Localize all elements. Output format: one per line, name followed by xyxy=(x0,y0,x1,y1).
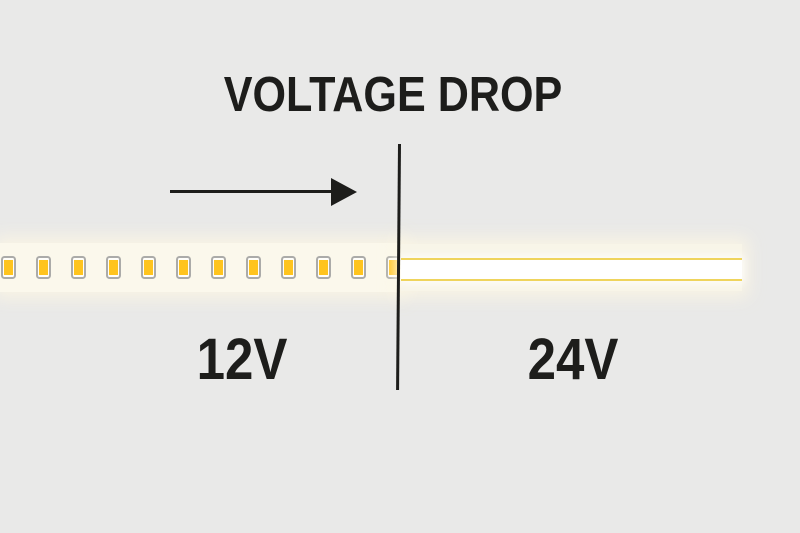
diagram-title: VOLTAGE DROP xyxy=(223,68,563,122)
led-die xyxy=(39,260,48,275)
led-die xyxy=(284,260,293,275)
led-die xyxy=(319,260,328,275)
led-chip xyxy=(176,256,191,279)
led-die xyxy=(389,260,398,275)
led-die xyxy=(214,260,223,275)
led-strip-24v xyxy=(401,244,742,291)
led-chip xyxy=(246,256,261,279)
led-chip xyxy=(281,256,296,279)
led-chip xyxy=(36,256,51,279)
led-chip xyxy=(211,256,226,279)
led-chip xyxy=(71,256,86,279)
led-chip xyxy=(1,256,16,279)
arrow-head xyxy=(331,178,357,206)
led-die xyxy=(249,260,258,275)
led-die xyxy=(354,260,363,275)
led-die xyxy=(109,260,118,275)
led-die xyxy=(74,260,83,275)
label-12v: 12V xyxy=(196,327,288,392)
led-chip xyxy=(351,256,366,279)
led-die xyxy=(144,260,153,275)
led-chip-row xyxy=(0,243,400,292)
led-die xyxy=(179,260,188,275)
led-die xyxy=(4,260,13,275)
label-24v: 24V xyxy=(527,327,619,392)
led-strip-12v xyxy=(0,243,400,292)
led-chip xyxy=(106,256,121,279)
cob-light-band xyxy=(401,258,742,281)
led-chip xyxy=(316,256,331,279)
led-chip xyxy=(141,256,156,279)
arrow-shaft xyxy=(170,190,333,193)
